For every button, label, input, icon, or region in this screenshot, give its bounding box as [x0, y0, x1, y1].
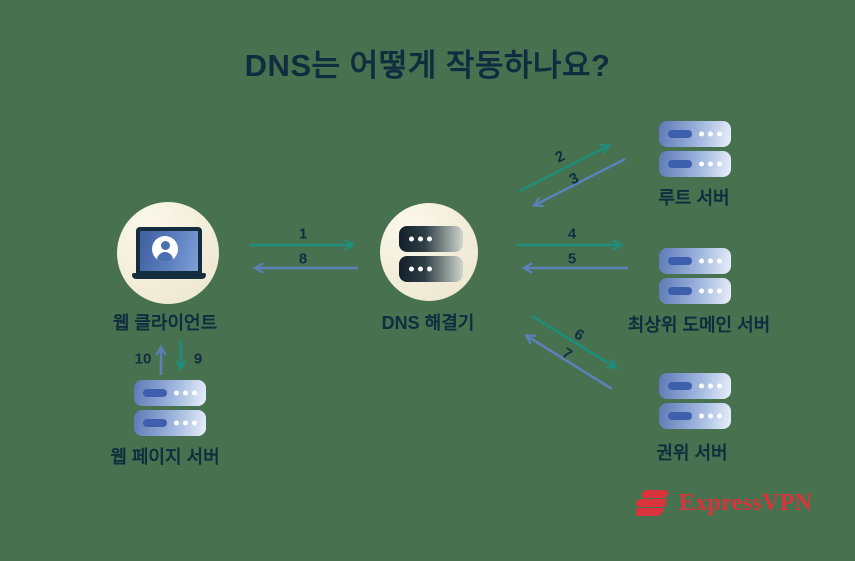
- web-page-server-label: 웹 페이지 서버: [110, 447, 220, 467]
- dns-resolver-circle: [380, 203, 478, 301]
- step-9-label: 9: [193, 350, 203, 368]
- step-8-label: 8: [298, 250, 308, 268]
- step-7-label: 7: [558, 344, 576, 364]
- step-3-label: 3: [566, 169, 582, 189]
- server-blue-icon: [659, 121, 731, 177]
- tld-server-label: 최상위 도메인 서버: [627, 315, 771, 335]
- dns-resolver-label: DNS 해결기: [381, 313, 475, 333]
- page-title: DNS는 어떻게 작동하나요?: [244, 48, 611, 83]
- server-blue-icon: [659, 373, 731, 429]
- root-server-label: 루트 서버: [658, 188, 730, 208]
- expressvpn-logo-icon: [630, 487, 674, 519]
- step-1-label: 1: [298, 225, 308, 243]
- server-blue-icon: [134, 380, 206, 436]
- brand-logo: ExpressVPN: [633, 487, 812, 519]
- step-4-label: 4: [567, 225, 577, 243]
- auth-server-label: 권위 서버: [656, 443, 728, 463]
- brand-name: ExpressVPN: [679, 489, 813, 516]
- step-10-label: 10: [134, 350, 152, 368]
- user-avatar-icon: [152, 236, 178, 262]
- step-5-label: 5: [567, 250, 577, 268]
- laptop-user-icon: [132, 227, 206, 279]
- server-blue-icon: [659, 248, 731, 304]
- step-2-label: 2: [552, 147, 568, 167]
- web-client-label: 웹 클라이언트: [112, 313, 218, 333]
- step-6-label: 6: [570, 325, 588, 345]
- server-dark-icon: [399, 226, 463, 282]
